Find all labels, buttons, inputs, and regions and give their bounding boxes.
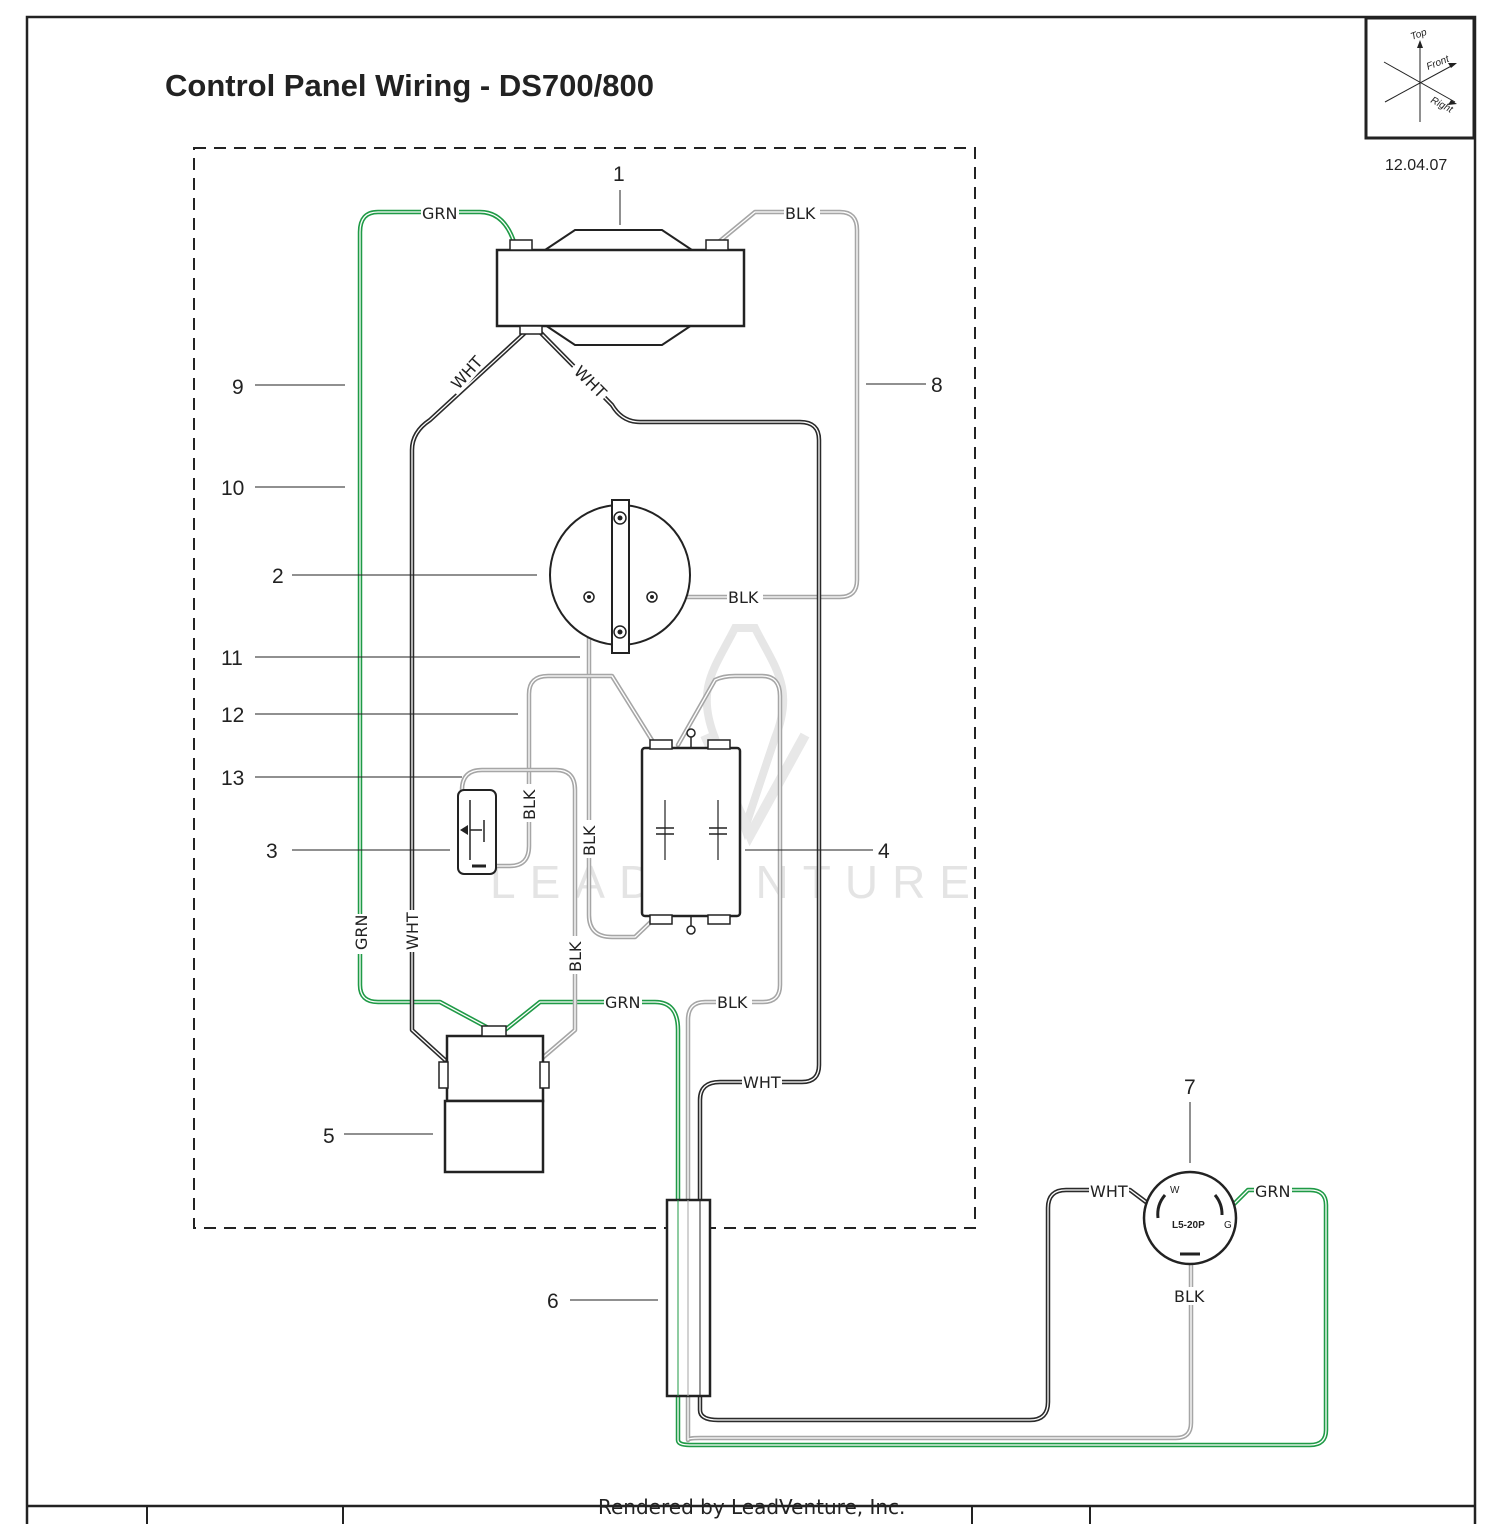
component-4-capacitor bbox=[640, 728, 742, 935]
callout-12: 12 bbox=[221, 704, 244, 727]
green-wire-9 bbox=[357, 209, 518, 1033]
black-wire-11 bbox=[586, 594, 661, 940]
plug-w-label: W bbox=[1170, 1185, 1180, 1196]
wire-label-blk-top: BLK bbox=[785, 204, 816, 223]
wire-label-blk-receptacle: BLK bbox=[566, 941, 585, 972]
callout-11: 11 bbox=[221, 647, 243, 670]
callout-7: 7 bbox=[1184, 1076, 1196, 1099]
callout-6: 6 bbox=[547, 1290, 559, 1313]
black-wire-13 bbox=[459, 767, 578, 1063]
wire-label-grn-top: GRN bbox=[422, 204, 457, 223]
plug-model-label: L5-20P bbox=[1172, 1220, 1205, 1231]
wire-label-wht-cord: WHT bbox=[743, 1073, 781, 1092]
wire-label-blk-bottom: BLK bbox=[717, 993, 748, 1012]
callout-3: 3 bbox=[266, 840, 278, 863]
callout-2: 2 bbox=[272, 565, 284, 588]
callout-leaders bbox=[255, 190, 1191, 1301]
component-6-cord-grip bbox=[665, 1198, 712, 1398]
plug-g-label: G bbox=[1224, 1220, 1232, 1231]
wire-label-blk-switch: BLK bbox=[520, 789, 539, 820]
wire-label-grn-vertical: GRN bbox=[352, 915, 371, 950]
control-panel-boundary bbox=[193, 147, 976, 1229]
page-title: Control Panel Wiring - DS700/800 bbox=[165, 68, 654, 103]
callout-1: 1 bbox=[613, 163, 625, 186]
white-wire-10 bbox=[409, 327, 531, 1063]
component-1-heater bbox=[495, 229, 746, 346]
component-5-receptacle bbox=[438, 1025, 550, 1174]
black-wire-12 bbox=[473, 673, 658, 869]
callout-8: 8 bbox=[931, 374, 943, 397]
callout-4: 4 bbox=[878, 840, 890, 863]
component-2-thermostat bbox=[549, 499, 691, 654]
callout-10: 10 bbox=[221, 477, 244, 500]
callout-9: 9 bbox=[232, 376, 244, 399]
green-wire-cord bbox=[502, 999, 1329, 1448]
orientation-front-label: Front bbox=[1425, 53, 1452, 72]
wire-label-blk-thermostat: BLK bbox=[728, 588, 759, 607]
drawing-frame bbox=[25, 15, 1477, 1524]
wire-label-blk-center: BLK bbox=[580, 825, 599, 856]
black-wire-8 bbox=[649, 209, 860, 600]
revision-date: 12.04.07 bbox=[1385, 157, 1447, 174]
callout-13: 13 bbox=[221, 767, 244, 790]
orientation-right-label: Right bbox=[1429, 95, 1456, 116]
white-wire-cord bbox=[535, 327, 1153, 1423]
wire-label-grn-plug: GRN bbox=[1255, 1182, 1290, 1201]
component-7-plug: W G L5-20P bbox=[1142, 1170, 1238, 1266]
wire-label-wht-vertical: WHT bbox=[403, 912, 422, 950]
orientation-indicator: Top Front Right bbox=[1364, 16, 1476, 140]
wire-label-wht-plug: WHT bbox=[1090, 1182, 1128, 1201]
footer-credit: Rendered by LeadVenture, Inc. bbox=[598, 1495, 905, 1519]
orientation-top-label: Top bbox=[1409, 27, 1429, 43]
component-3-switch bbox=[457, 789, 497, 875]
wire-label-grn-bottom: GRN bbox=[605, 993, 640, 1012]
callout-5: 5 bbox=[323, 1125, 335, 1148]
wire-label-blk-plug: BLK bbox=[1174, 1287, 1205, 1306]
